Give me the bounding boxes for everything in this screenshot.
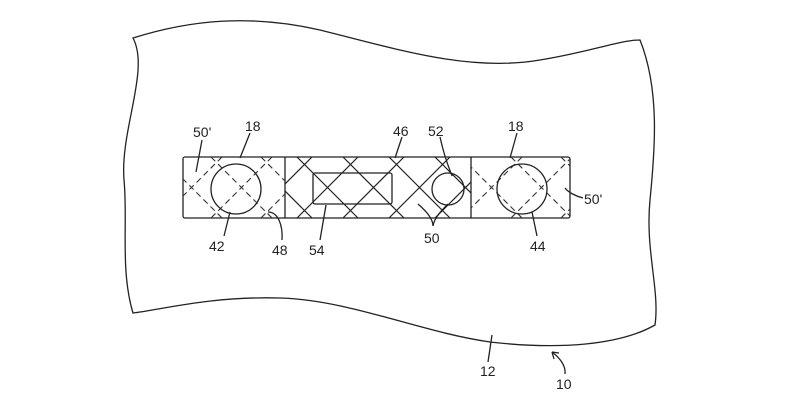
label-42: 42 [209, 238, 225, 254]
hatch-line [111, 157, 172, 218]
hatch-line [510, 158, 570, 218]
small-circle [431, 172, 465, 206]
label-18-left: 18 [245, 118, 261, 134]
window-rect [312, 172, 393, 205]
hatch-line [205, 157, 266, 218]
hatch-right [471, 157, 672, 218]
hatch-line [311, 157, 372, 218]
hatch-line [471, 157, 523, 209]
hatch-left [111, 157, 372, 218]
label-46: 46 [393, 123, 409, 139]
hatch-line [205, 157, 266, 218]
label-10: 10 [556, 376, 572, 392]
hatch-line [611, 157, 672, 218]
label-50-prime-left: 50' [193, 124, 211, 140]
label-48: 48 [272, 242, 288, 258]
hatch-line [285, 190, 313, 218]
hatch-line [611, 157, 672, 218]
left-circle [210, 163, 262, 215]
right-circle [496, 163, 548, 215]
hatch-line [285, 157, 313, 185]
label-18-right: 18 [508, 118, 524, 134]
hatch-line [296, 157, 359, 218]
hatch-line [260, 157, 285, 182]
hatch-line [183, 157, 223, 197]
label-12: 12 [480, 363, 496, 379]
hatch-line [210, 157, 273, 218]
sheet-outline [122, 20, 657, 347]
label-54: 54 [309, 242, 325, 258]
hatch-line [260, 193, 285, 218]
strip-body [182, 156, 571, 219]
label-50-prime-right: 50' [584, 191, 602, 207]
label-44: 44 [530, 238, 546, 254]
hatch-line [388, 157, 451, 218]
hatch-line [342, 157, 405, 218]
leader-lines [195, 132, 584, 375]
label-52: 52 [428, 123, 444, 139]
hatch-center [205, 157, 471, 218]
label-50: 50 [424, 230, 440, 246]
hatch-line [311, 157, 372, 218]
hatch-line [111, 157, 172, 218]
